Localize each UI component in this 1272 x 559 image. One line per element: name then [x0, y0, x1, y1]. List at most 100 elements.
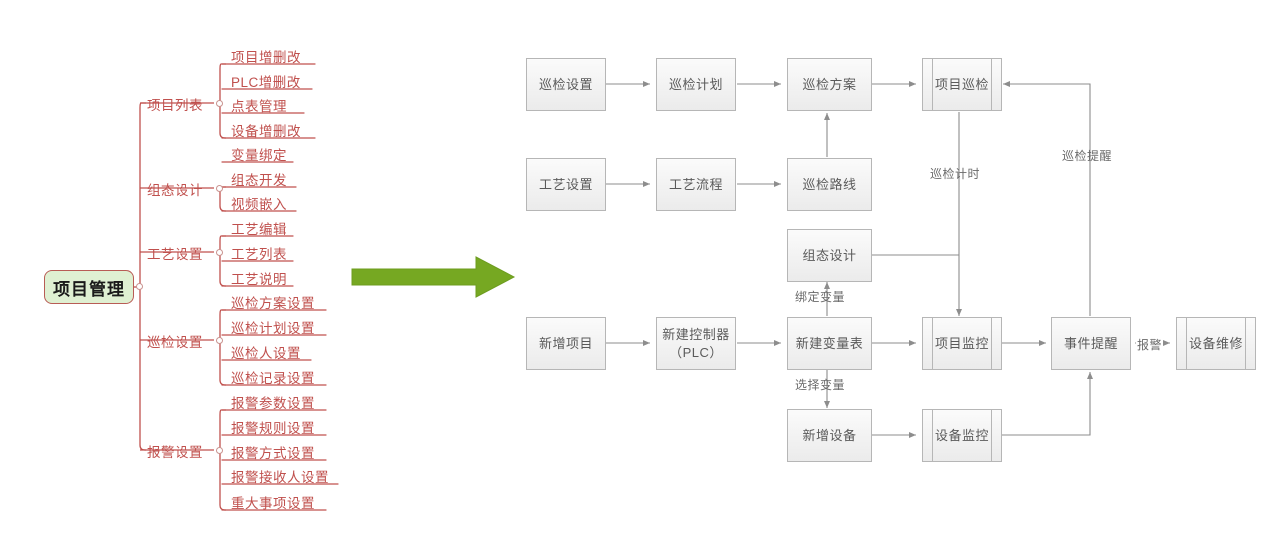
edge-label-巡检提醒: 巡检提醒: [1062, 147, 1112, 164]
mindmap-leaf-2-0[interactable]: 工艺编辑: [231, 218, 287, 238]
branch-label: 项目列表: [147, 98, 203, 113]
edge-label-text: 绑定变量: [795, 290, 846, 304]
mindmap-leaf-2-2[interactable]: 工艺说明: [231, 268, 287, 288]
mindmap-root-label: 项目管理: [53, 279, 125, 299]
root-collapse-toggle-icon[interactable]: [136, 283, 143, 290]
leaf-label: 项目增删改: [231, 50, 301, 65]
mindmap-leaf-4-2[interactable]: 报警方式设置: [231, 442, 315, 462]
flow-node-巡检方案[interactable]: 巡检方案: [787, 58, 872, 111]
edge-label-绑定变量: 绑定变量: [795, 288, 845, 305]
flow-node-新建变量表[interactable]: 新建变量表: [787, 317, 872, 370]
mindmap-root-node[interactable]: 项目管理: [44, 270, 134, 304]
flow-node-新增设备[interactable]: 新增设备: [787, 409, 872, 462]
mindmap-leaf-0-3[interactable]: 设备增删改: [231, 120, 301, 140]
mindmap-branch-item-4[interactable]: 报警设置: [147, 441, 203, 461]
edge-label-text: 选择变量: [795, 378, 846, 392]
flow-node-巡检路线[interactable]: 巡检路线: [787, 158, 872, 211]
flow-node-新建控制器[interactable]: 新建控制器 （PLC）: [656, 317, 736, 370]
leaf-label: 工艺编辑: [231, 222, 287, 237]
node-label: 新增设备: [802, 427, 857, 443]
leaf-label: 组态开发: [231, 173, 287, 188]
mindmap-branch-item-3[interactable]: 巡检设置: [147, 331, 203, 351]
flow-node-设备维修[interactable]: 设备维修: [1176, 317, 1256, 370]
mindmap-leaf-3-3[interactable]: 巡检记录设置: [231, 367, 315, 387]
leaf-label: 重大事项设置: [231, 496, 315, 511]
leaf-label: 巡检计划设置: [231, 321, 315, 336]
branch-collapse-toggle-icon-3[interactable]: [216, 337, 223, 344]
leaf-label: PLC增删改: [231, 75, 301, 90]
leaf-label: 工艺列表: [231, 247, 287, 262]
node-label: 事件提醒: [1063, 335, 1118, 351]
branch-collapse-toggle-icon-2[interactable]: [216, 249, 223, 256]
flow-node-项目监控[interactable]: 项目监控: [922, 317, 1002, 370]
branch-collapse-toggle-icon-1[interactable]: [216, 185, 223, 192]
flow-node-组态设计[interactable]: 组态设计: [787, 229, 872, 282]
leaf-label: 报警接收人设置: [231, 470, 329, 485]
mindmap-leaf-3-1[interactable]: 巡检计划设置: [231, 317, 315, 337]
mindmap-leaf-3-0[interactable]: 巡检方案设置: [231, 292, 315, 312]
node-label: 新建变量表: [795, 335, 864, 351]
node-label: 设备维修: [1188, 335, 1243, 351]
leaf-label: 报警方式设置: [231, 446, 315, 461]
node-label: 工艺流程: [668, 176, 723, 192]
mindmap-leaf-1-0[interactable]: 组态开发: [231, 169, 287, 189]
leaf-label: 报警参数设置: [231, 396, 315, 411]
node-label: 新增项目: [538, 335, 593, 351]
branch-collapse-toggle-icon-4[interactable]: [216, 447, 223, 454]
flow-node-工艺设置[interactable]: 工艺设置: [526, 158, 606, 211]
mindmap-branch-item-1[interactable]: 组态设计: [147, 179, 203, 199]
node-label: 工艺设置: [538, 176, 593, 192]
node-label: 巡检设置: [538, 76, 593, 92]
flow-node-巡检计划[interactable]: 巡检计划: [656, 58, 736, 111]
node-label: 巡检路线: [802, 176, 857, 192]
node-label: 巡检方案: [802, 76, 857, 92]
edge-label-选择变量: 选择变量: [795, 376, 845, 393]
edge-label-text: 报警: [1137, 338, 1163, 352]
flow-node-事件提醒[interactable]: 事件提醒: [1051, 317, 1131, 370]
mindmap-leaf-4-4[interactable]: 重大事项设置: [231, 492, 315, 512]
flow-node-巡检设置[interactable]: 巡检设置: [526, 58, 606, 111]
mindmap-connectors: [134, 63, 339, 511]
leaf-label: 变量绑定: [231, 148, 287, 163]
node-label: 组态设计: [802, 247, 857, 263]
leaf-label: 报警规则设置: [231, 421, 315, 436]
mindmap-leaf-0-4[interactable]: 变量绑定: [231, 144, 287, 164]
mindmap-leaf-4-3[interactable]: 报警接收人设置: [231, 466, 329, 486]
mindmap-leaf-0-0[interactable]: 项目增删改: [231, 46, 301, 66]
edge-label-text: 巡检提醒: [1062, 149, 1113, 163]
node-label: 项目监控: [934, 335, 989, 351]
flow-node-项目巡检[interactable]: 项目巡检: [922, 58, 1002, 111]
leaf-label: 巡检记录设置: [231, 371, 315, 386]
leaf-label: 设备增删改: [231, 124, 301, 139]
node-label: 项目巡检: [934, 76, 989, 92]
flow-node-工艺流程[interactable]: 工艺流程: [656, 158, 736, 211]
mindmap-leaf-4-1[interactable]: 报警规则设置: [231, 417, 315, 437]
node-label: 巡检计划: [668, 76, 723, 92]
leaf-label: 工艺说明: [231, 272, 287, 287]
mindmap-leaf-3-2[interactable]: 巡检人设置: [231, 342, 301, 362]
leaf-label: 点表管理: [231, 99, 287, 114]
branch-collapse-toggle-icon-0[interactable]: [216, 100, 223, 107]
mindmap-leaf-4-0[interactable]: 报警参数设置: [231, 392, 315, 412]
mindmap-leaf-1-1[interactable]: 视频嵌入: [231, 193, 287, 213]
green-right-arrow-icon: [351, 256, 516, 298]
flow-node-新增项目[interactable]: 新增项目: [526, 317, 606, 370]
branch-label: 报警设置: [147, 445, 203, 460]
mindmap-leaf-0-1[interactable]: PLC增删改: [231, 71, 301, 91]
branch-label: 组态设计: [147, 183, 203, 198]
edge-label-报警: 报警: [1136, 336, 1164, 353]
mindmap-leaf-2-1[interactable]: 工艺列表: [231, 243, 287, 263]
branch-label: 工艺设置: [147, 247, 203, 262]
mindmap-branch-item-0[interactable]: 项目列表: [147, 94, 203, 114]
branch-label: 巡检设置: [147, 335, 203, 350]
leaf-label: 巡检人设置: [231, 346, 301, 361]
flow-node-设备监控[interactable]: 设备监控: [922, 409, 1002, 462]
mindmap-leaf-0-2[interactable]: 点表管理: [231, 95, 287, 115]
node-label: 设备监控: [934, 427, 989, 443]
edge-label-text: 巡检计时: [930, 167, 981, 181]
mindmap-branch-item-2[interactable]: 工艺设置: [147, 243, 203, 263]
leaf-label: 视频嵌入: [231, 197, 287, 212]
